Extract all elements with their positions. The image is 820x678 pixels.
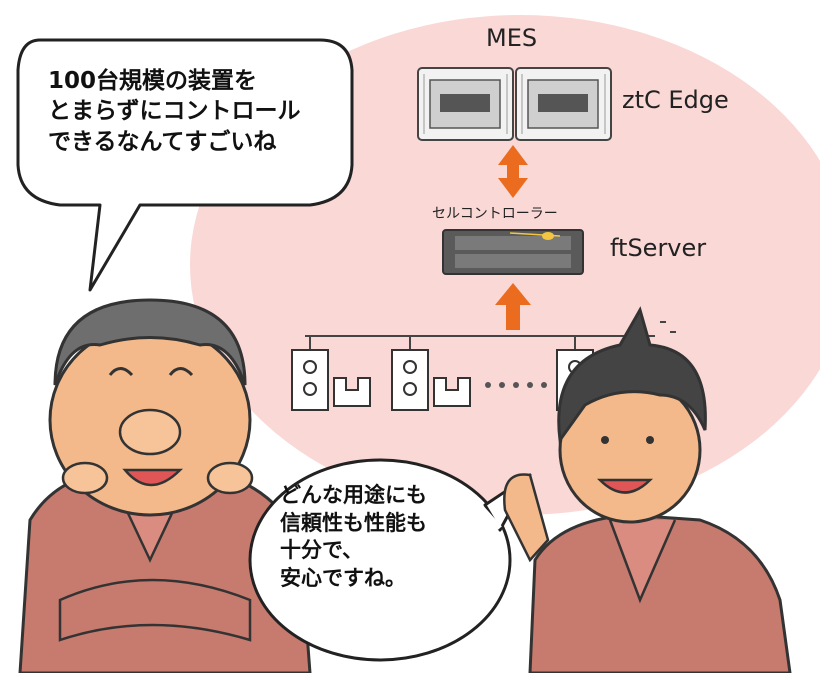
right-speech-line: 十分で、 xyxy=(280,538,364,563)
right-speech-line: どんな用途にも xyxy=(280,483,427,507)
ellipsis-dots xyxy=(485,382,547,388)
ztc-edge-device-left xyxy=(417,67,514,141)
left-speech-line: 100台規模の装置を xyxy=(48,68,258,94)
bidirectional-arrow-icon xyxy=(498,145,528,198)
ftserver-device xyxy=(442,229,584,275)
left-speech-bubble xyxy=(16,38,354,292)
equipment-unit-1 xyxy=(291,349,371,411)
ztc-edge-label: ztC Edge xyxy=(622,86,729,114)
cell-controller-label: セルコントローラー xyxy=(432,206,558,222)
left-speech-line: とまらずにコントロール xyxy=(48,98,301,125)
ftserver-label: ftServer xyxy=(610,234,707,262)
ztc-edge-device-right xyxy=(515,67,612,141)
right-speech-line: 信頼性も性能も xyxy=(280,510,427,535)
up-arrow-icon xyxy=(495,283,531,330)
older-man-character xyxy=(18,298,312,675)
younger-man-character xyxy=(503,306,792,675)
left-speech-text: 100台規模の装置を とまらずにコントロール できるなんてすごいね xyxy=(48,66,301,157)
equipment-unit-2 xyxy=(391,349,471,411)
right-speech-line: 安心ですね。 xyxy=(280,566,406,591)
network-line xyxy=(305,321,676,350)
right-speech-bubble xyxy=(248,458,532,662)
mes-label: MES xyxy=(486,24,538,52)
right-speech-text: どんな用途にも 信頼性も性能も 十分で、 安心ですね。 xyxy=(280,482,427,593)
left-speech-line: できるなんてすごいね xyxy=(48,128,277,155)
